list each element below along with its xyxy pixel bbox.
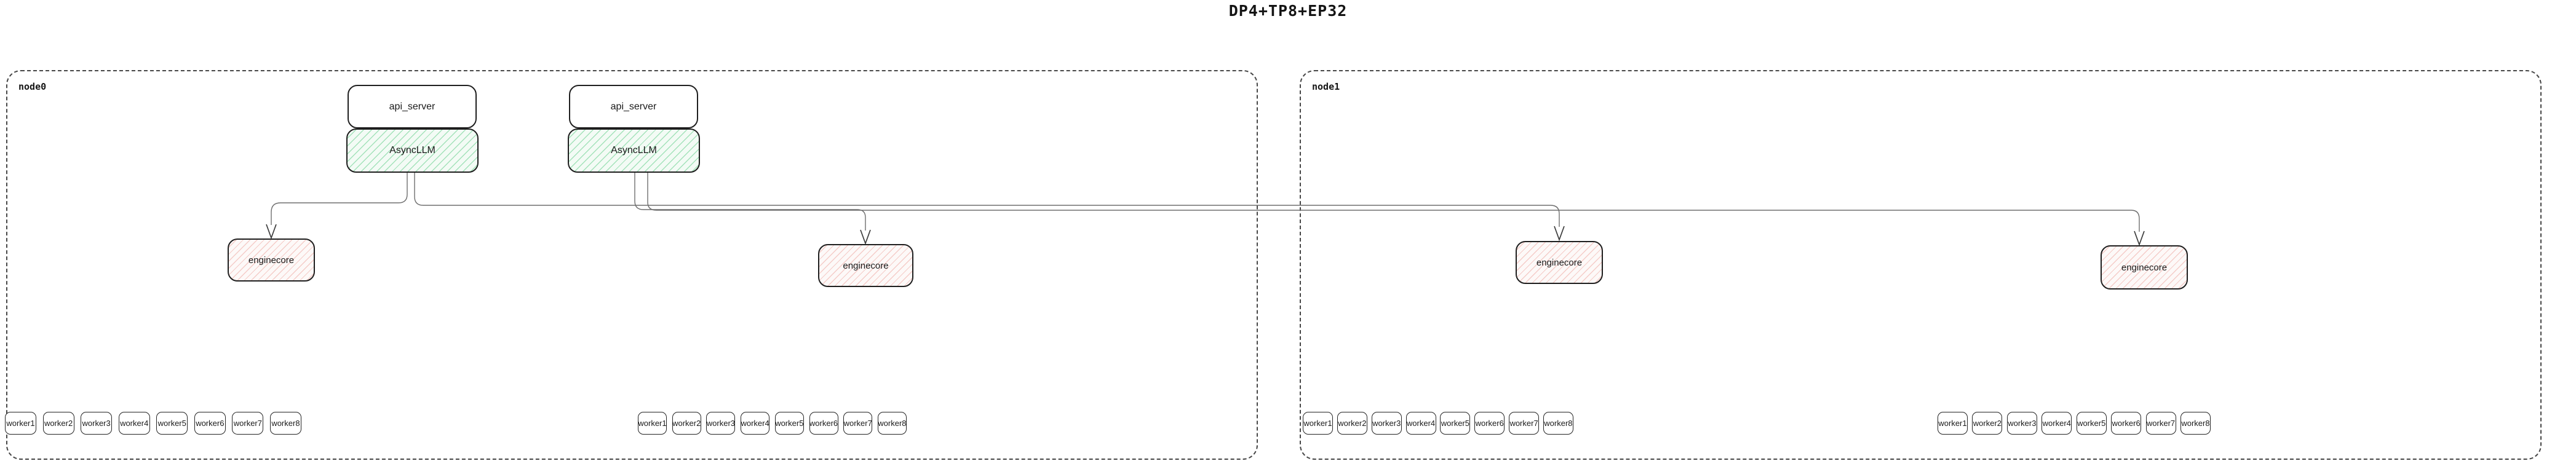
api-server-box: api_server — [348, 85, 477, 128]
worker-box: worker4 — [741, 412, 770, 435]
worker-box: worker4 — [1405, 412, 1436, 435]
worker-box: worker1 — [1303, 412, 1333, 435]
worker-group: worker1 worker2 worker3 worker4 worker5 … — [638, 412, 907, 435]
worker-box: worker5 — [774, 412, 804, 435]
worker-box: worker8 — [877, 412, 907, 435]
worker-group: worker1 worker2 worker3 worker4 worker5 … — [5, 412, 301, 435]
asyncllm-box: AsyncLLM — [346, 128, 479, 173]
worker-box: worker3 — [1371, 412, 1402, 435]
api-server-box: api_server — [569, 85, 698, 128]
worker-box: worker3 — [81, 412, 113, 435]
enginecore-box: enginecore — [1516, 241, 1603, 284]
worker-box: worker2 — [672, 412, 701, 435]
worker-box: worker5 — [156, 412, 188, 435]
worker-box: worker6 — [2111, 412, 2142, 435]
worker-box: worker1 — [5, 412, 36, 435]
worker-box: worker6 — [809, 412, 838, 435]
worker-box: worker4 — [2041, 412, 2072, 435]
worker-box: worker7 — [232, 412, 264, 435]
worker-box: worker7 — [1509, 412, 1540, 435]
enginecore-box: enginecore — [818, 244, 913, 287]
worker-box: worker3 — [2006, 412, 2037, 435]
node0-label: node0 — [18, 81, 47, 92]
worker-box: worker1 — [638, 412, 667, 435]
worker-box: worker5 — [1440, 412, 1471, 435]
enginecore-box: enginecore — [228, 238, 315, 282]
diagram-title: DP4+TP8+EP32 — [1228, 2, 1348, 20]
worker-group: worker1 worker2 worker3 worker4 worker5 … — [1938, 412, 2211, 435]
worker-box: worker2 — [1337, 412, 1367, 435]
worker-box: worker8 — [1543, 412, 1573, 435]
worker-box: worker4 — [118, 412, 150, 435]
worker-group: worker1 worker2 worker3 worker4 worker5 … — [1303, 412, 1573, 435]
asyncllm-box: AsyncLLM — [568, 128, 700, 173]
node1-label: node1 — [1312, 81, 1340, 92]
worker-box: worker3 — [706, 412, 736, 435]
enginecore-box: enginecore — [2101, 245, 2188, 290]
node0-group: node0 — [6, 70, 1258, 460]
worker-box: worker8 — [2180, 412, 2211, 435]
worker-box: worker2 — [1972, 412, 2003, 435]
worker-box: worker7 — [843, 412, 873, 435]
worker-box: worker7 — [2145, 412, 2176, 435]
worker-box: worker6 — [1474, 412, 1505, 435]
node1-group: node1 — [1300, 70, 2542, 460]
worker-box: worker6 — [194, 412, 226, 435]
worker-box: worker5 — [2076, 412, 2107, 435]
worker-box: worker2 — [42, 412, 74, 435]
worker-box: worker1 — [1938, 412, 1968, 435]
worker-box: worker8 — [269, 412, 301, 435]
